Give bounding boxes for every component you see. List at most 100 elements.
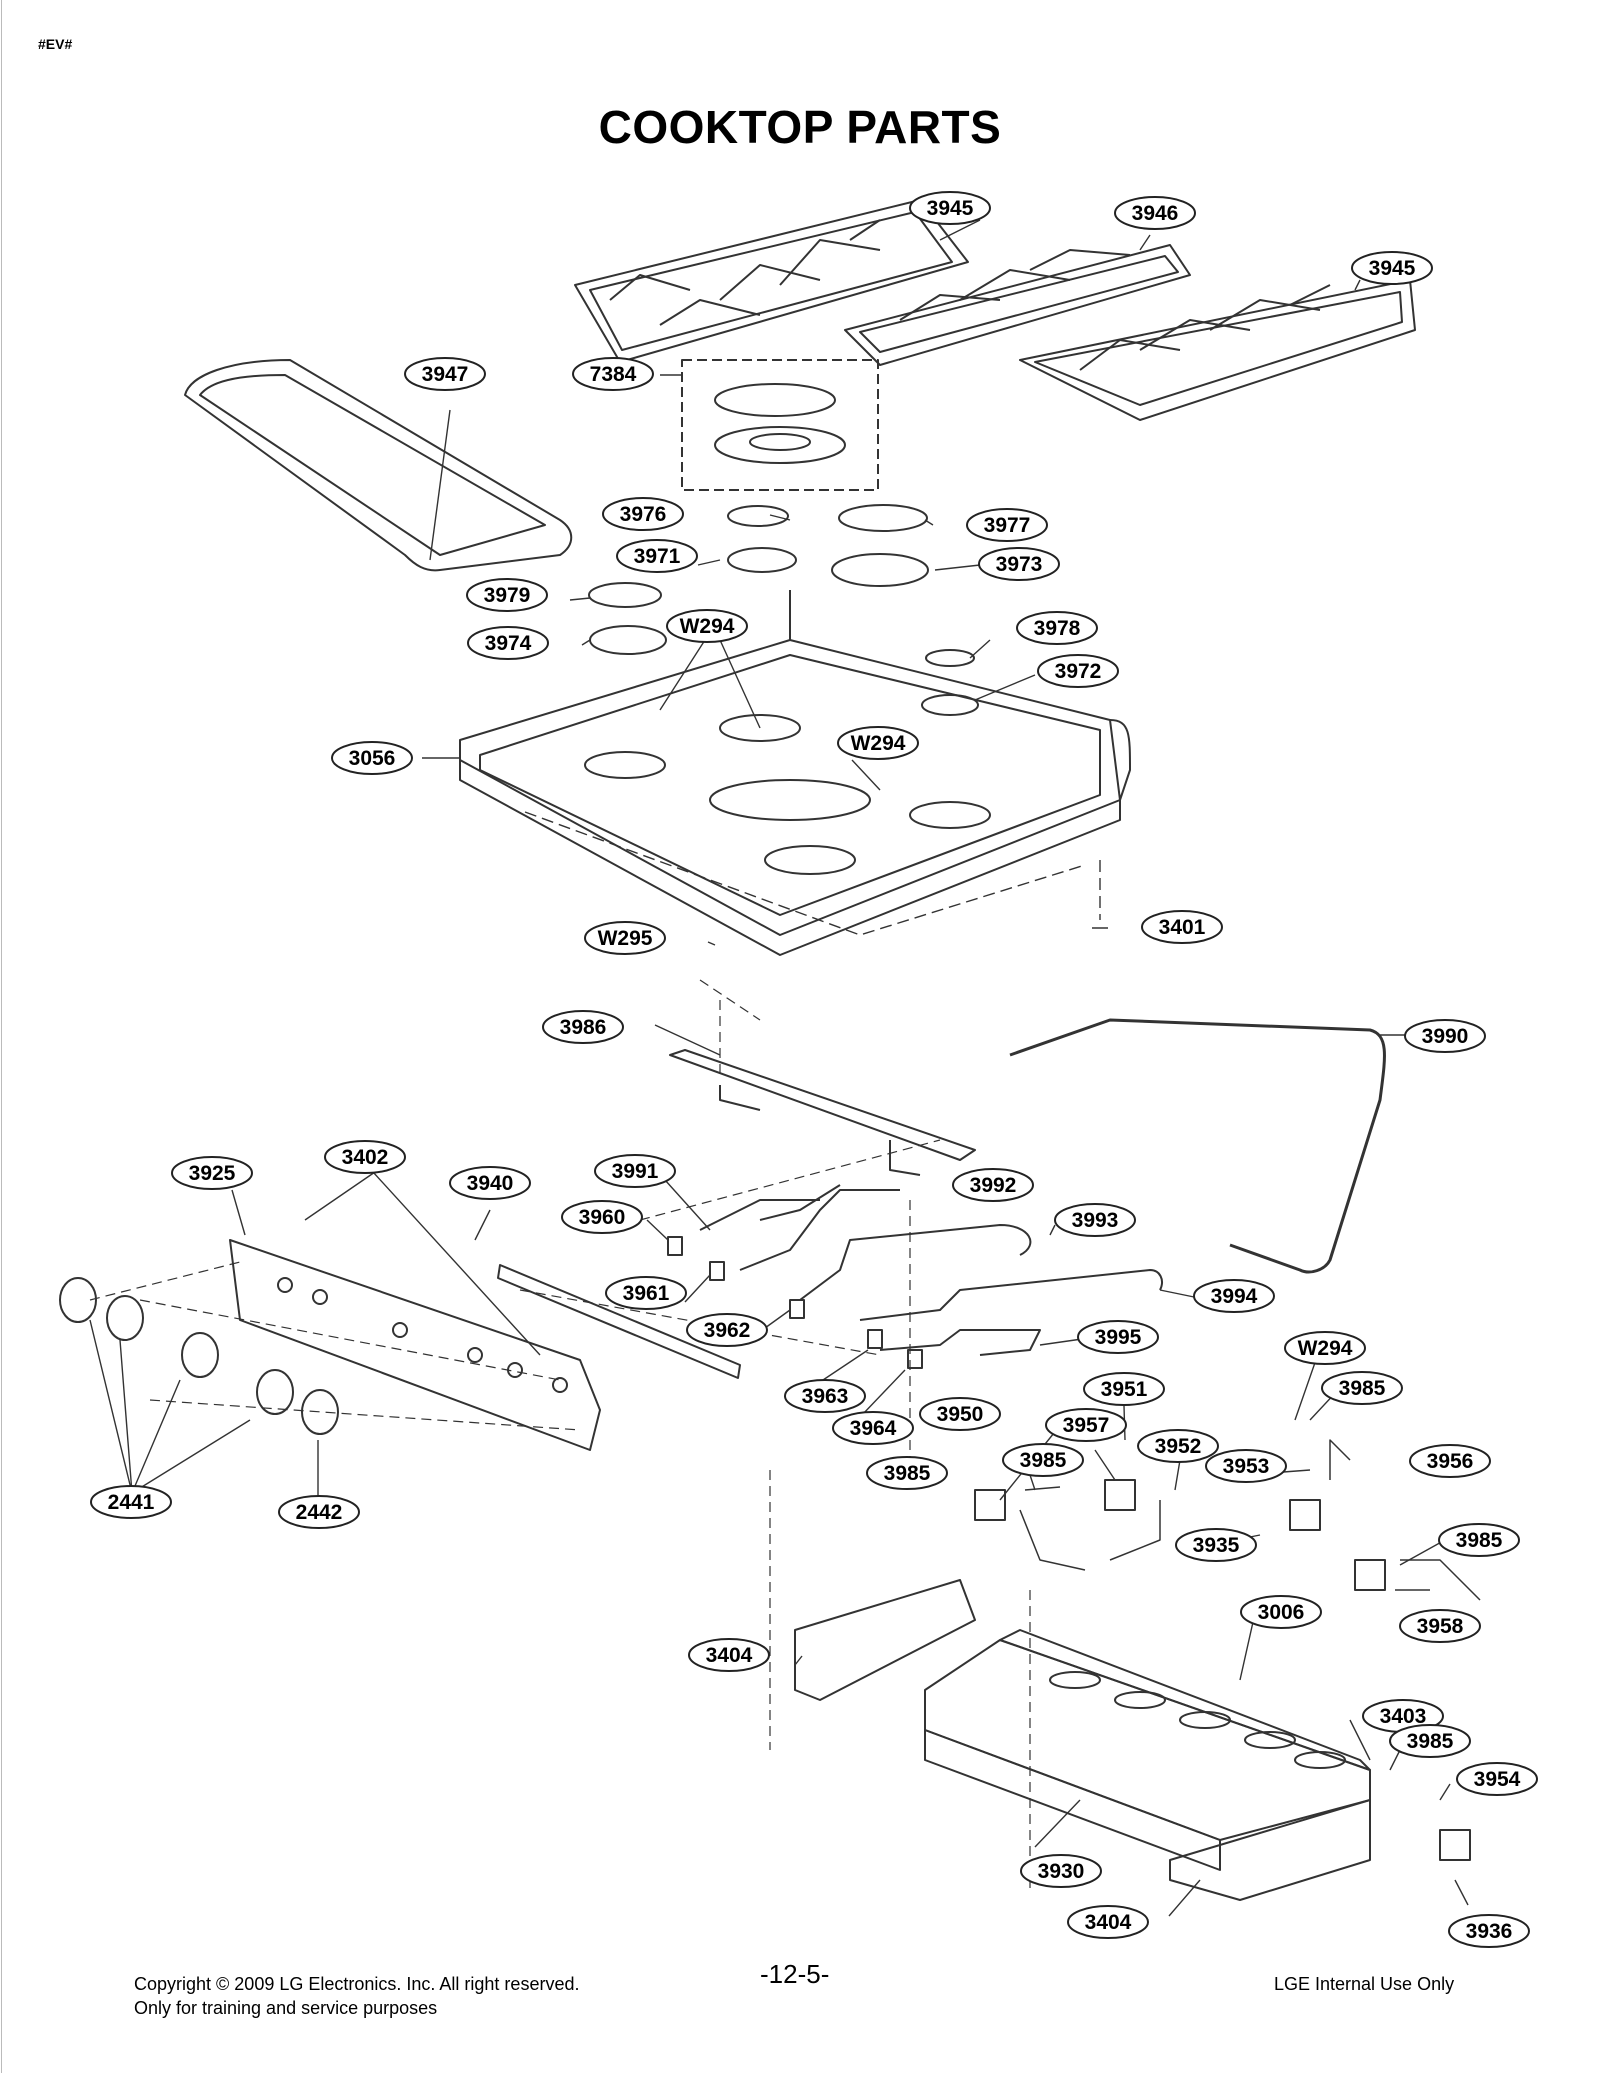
callout-25: 3960 [561,1200,643,1234]
callout-text: 3985 [1020,1449,1067,1472]
callout-text: 3979 [484,584,531,607]
callout-9: 3979 [466,578,548,612]
callout-34: 3985 [1321,1371,1403,1405]
burner-box [924,1629,1371,1901]
callout-49: 3985 [1389,1724,1471,1758]
callout-text: 3985 [884,1462,931,1485]
callout-31: 3963 [784,1379,866,1413]
callout-text: 3961 [623,1282,670,1305]
page-title: COOKTOP PARTS [598,101,1002,153]
tube-3993 [799,1224,1032,1301]
callout-3: 3947 [404,357,486,391]
callout-35: 3951 [1083,1372,1165,1406]
valve-3964 [907,1349,923,1369]
callout-text: 3056 [349,747,396,770]
callout-bubble [1077,1320,1159,1354]
callout-10: 3974 [467,626,549,660]
callout-bubble [688,1638,770,1672]
cap-3979 [588,582,662,608]
callout-5: 3976 [602,497,684,531]
document-code: #EV# [38,36,73,52]
callout-36: 3950 [919,1397,1001,1431]
callout-text: 3985 [1407,1730,1454,1753]
callout-text: 3401 [1159,916,1206,939]
control-panel [229,1239,601,1451]
callout-bubble [832,1411,914,1445]
callout-bubble [966,508,1048,542]
callout-text: 3986 [560,1016,607,1039]
callout-text: W295 [598,927,653,950]
callout-41: 3956 [1409,1444,1491,1478]
callout-bubble [919,1397,1001,1431]
callout-text: 3950 [937,1403,984,1426]
callout-47: 3404 [688,1638,770,1672]
callout-text: 3985 [1456,1529,1503,1552]
tube-3992 [739,1189,900,1271]
callout-text: 2441 [108,1491,155,1514]
callout-0: 3945 [909,191,991,225]
callout-text: 7384 [590,363,637,386]
callout-bubble [1002,1443,1084,1477]
callout-bubble [1205,1449,1287,1483]
callout-text: W294 [851,732,906,755]
callout-text: 3945 [1369,257,1416,280]
callout-text: 3956 [1427,1450,1474,1473]
callout-45: 3958 [1399,1609,1481,1643]
callout-bubble [666,609,748,643]
callout-bubble [1404,1019,1486,1053]
callout-text: 3946 [1132,202,1179,225]
callout-bubble [605,1276,687,1310]
callout-text: 3991 [612,1160,659,1183]
callout-bubble [602,497,684,531]
burner-base-3956 [974,1489,1006,1521]
callout-text: 3935 [1193,1534,1240,1557]
callout-bubble [1045,1408,1127,1442]
callout-bubble [171,1156,253,1190]
callout-22: 3940 [449,1166,531,1200]
tube-3995 [879,1329,1041,1356]
callout-19: 3990 [1404,1019,1486,1053]
callout-text: 3936 [1466,1920,1513,1943]
head-3974 [589,625,667,655]
callout-bubble [978,547,1060,581]
callout-51: 3930 [1020,1854,1102,1888]
callout-text: 3977 [984,514,1031,537]
callout-bubble [1114,196,1196,230]
callout-text: 3992 [970,1174,1017,1197]
callout-text: W294 [1298,1337,1353,1360]
valve-3962 [789,1299,805,1319]
callout-bubble [1037,654,1119,688]
callout-42: 3985 [866,1456,948,1490]
side-bracket [794,1579,976,1701]
callout-2: 3945 [1351,251,1433,285]
callout-text: 3925 [189,1162,236,1185]
callout-18: 3986 [542,1010,624,1044]
callout-bubble [1067,1905,1149,1939]
callout-text: 3962 [704,1319,751,1342]
callout-text: 3972 [1055,660,1102,683]
burner-base-3936 [1439,1829,1471,1861]
callout-46: 3006 [1240,1595,1322,1629]
callout-bubble [1456,1762,1538,1796]
callout-bubble [467,626,549,660]
callout-text: 3995 [1095,1326,1142,1349]
callout-bubble [1438,1523,1520,1557]
control-knobs [59,1277,339,1435]
callout-bubble [1389,1724,1471,1758]
callout-bubble [1448,1914,1530,1948]
callout-bubble [837,726,919,760]
callout-14: 3056 [331,741,413,775]
callout-17: 3401 [1141,910,1223,944]
oval-burner-base [714,426,846,464]
griddle-plate [184,359,573,572]
manifold-bracket [669,1049,976,1161]
callout-44: 3985 [1438,1523,1520,1557]
callout-12: 3978 [1016,611,1098,645]
callout-text: 2442 [296,1501,343,1524]
head-3971 [727,547,797,573]
callout-text: 3963 [802,1385,849,1408]
callout-bubble [616,539,698,573]
callout-38: 3985 [1002,1443,1084,1477]
callout-53: 3936 [1448,1914,1530,1948]
